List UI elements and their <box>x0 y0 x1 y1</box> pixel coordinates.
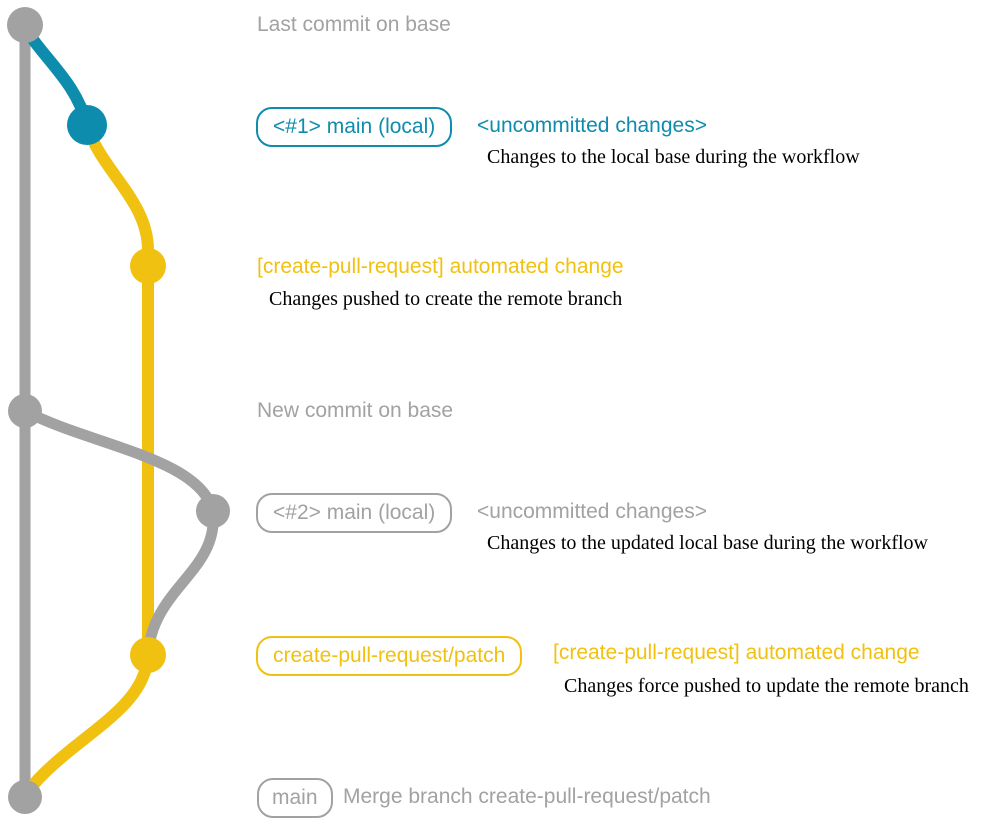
local-main-2-branch-line-down <box>142 505 219 661</box>
commit-dot-local-main-2 <box>196 494 230 528</box>
commit-dot-new-commit-on-base <box>8 394 42 428</box>
patch-branch-line <box>81 119 154 661</box>
new-commit-on-base-label: New commit on base <box>257 399 454 422</box>
uncommitted-changes-2-label: <uncommitted changes> <box>477 500 707 523</box>
merge-commit-label: Merge branch create-pull-request/patch <box>343 785 711 808</box>
uncommitted-changes-1-label: <uncommitted changes> <box>477 114 707 137</box>
commit-dot-merge-commit <box>8 780 42 814</box>
automated-change-2-label: [create-pull-request] automated change <box>553 641 920 664</box>
updated-local-base-changes-description: Changes to the updated local base during… <box>487 532 928 554</box>
local-main-1-badge: <#1> main (local) <box>256 107 453 147</box>
commit-dot-automated-change-1 <box>130 248 166 284</box>
commit-dot-last-commit-on-base <box>7 7 43 43</box>
push-create-description: Changes pushed to create the remote bran… <box>269 288 623 310</box>
last-commit-on-base-label: Last commit on base <box>257 13 451 36</box>
main-branch-badge: main <box>257 778 333 818</box>
local-main-2-branch-line-up <box>19 405 219 517</box>
commit-dot-local-main-1 <box>67 105 107 145</box>
commit-dot-automated-change-2 <box>130 637 166 673</box>
patch-branch-badge: create-pull-request/patch <box>256 636 523 676</box>
local-base-changes-description: Changes to the local base during the wor… <box>487 146 860 168</box>
automated-change-1-label: [create-pull-request] automated change <box>257 255 624 278</box>
force-push-description: Changes force pushed to update the remot… <box>564 675 969 697</box>
local-main-2-badge: <#2> main (local) <box>256 493 453 533</box>
merge-branch-line <box>21 649 154 798</box>
